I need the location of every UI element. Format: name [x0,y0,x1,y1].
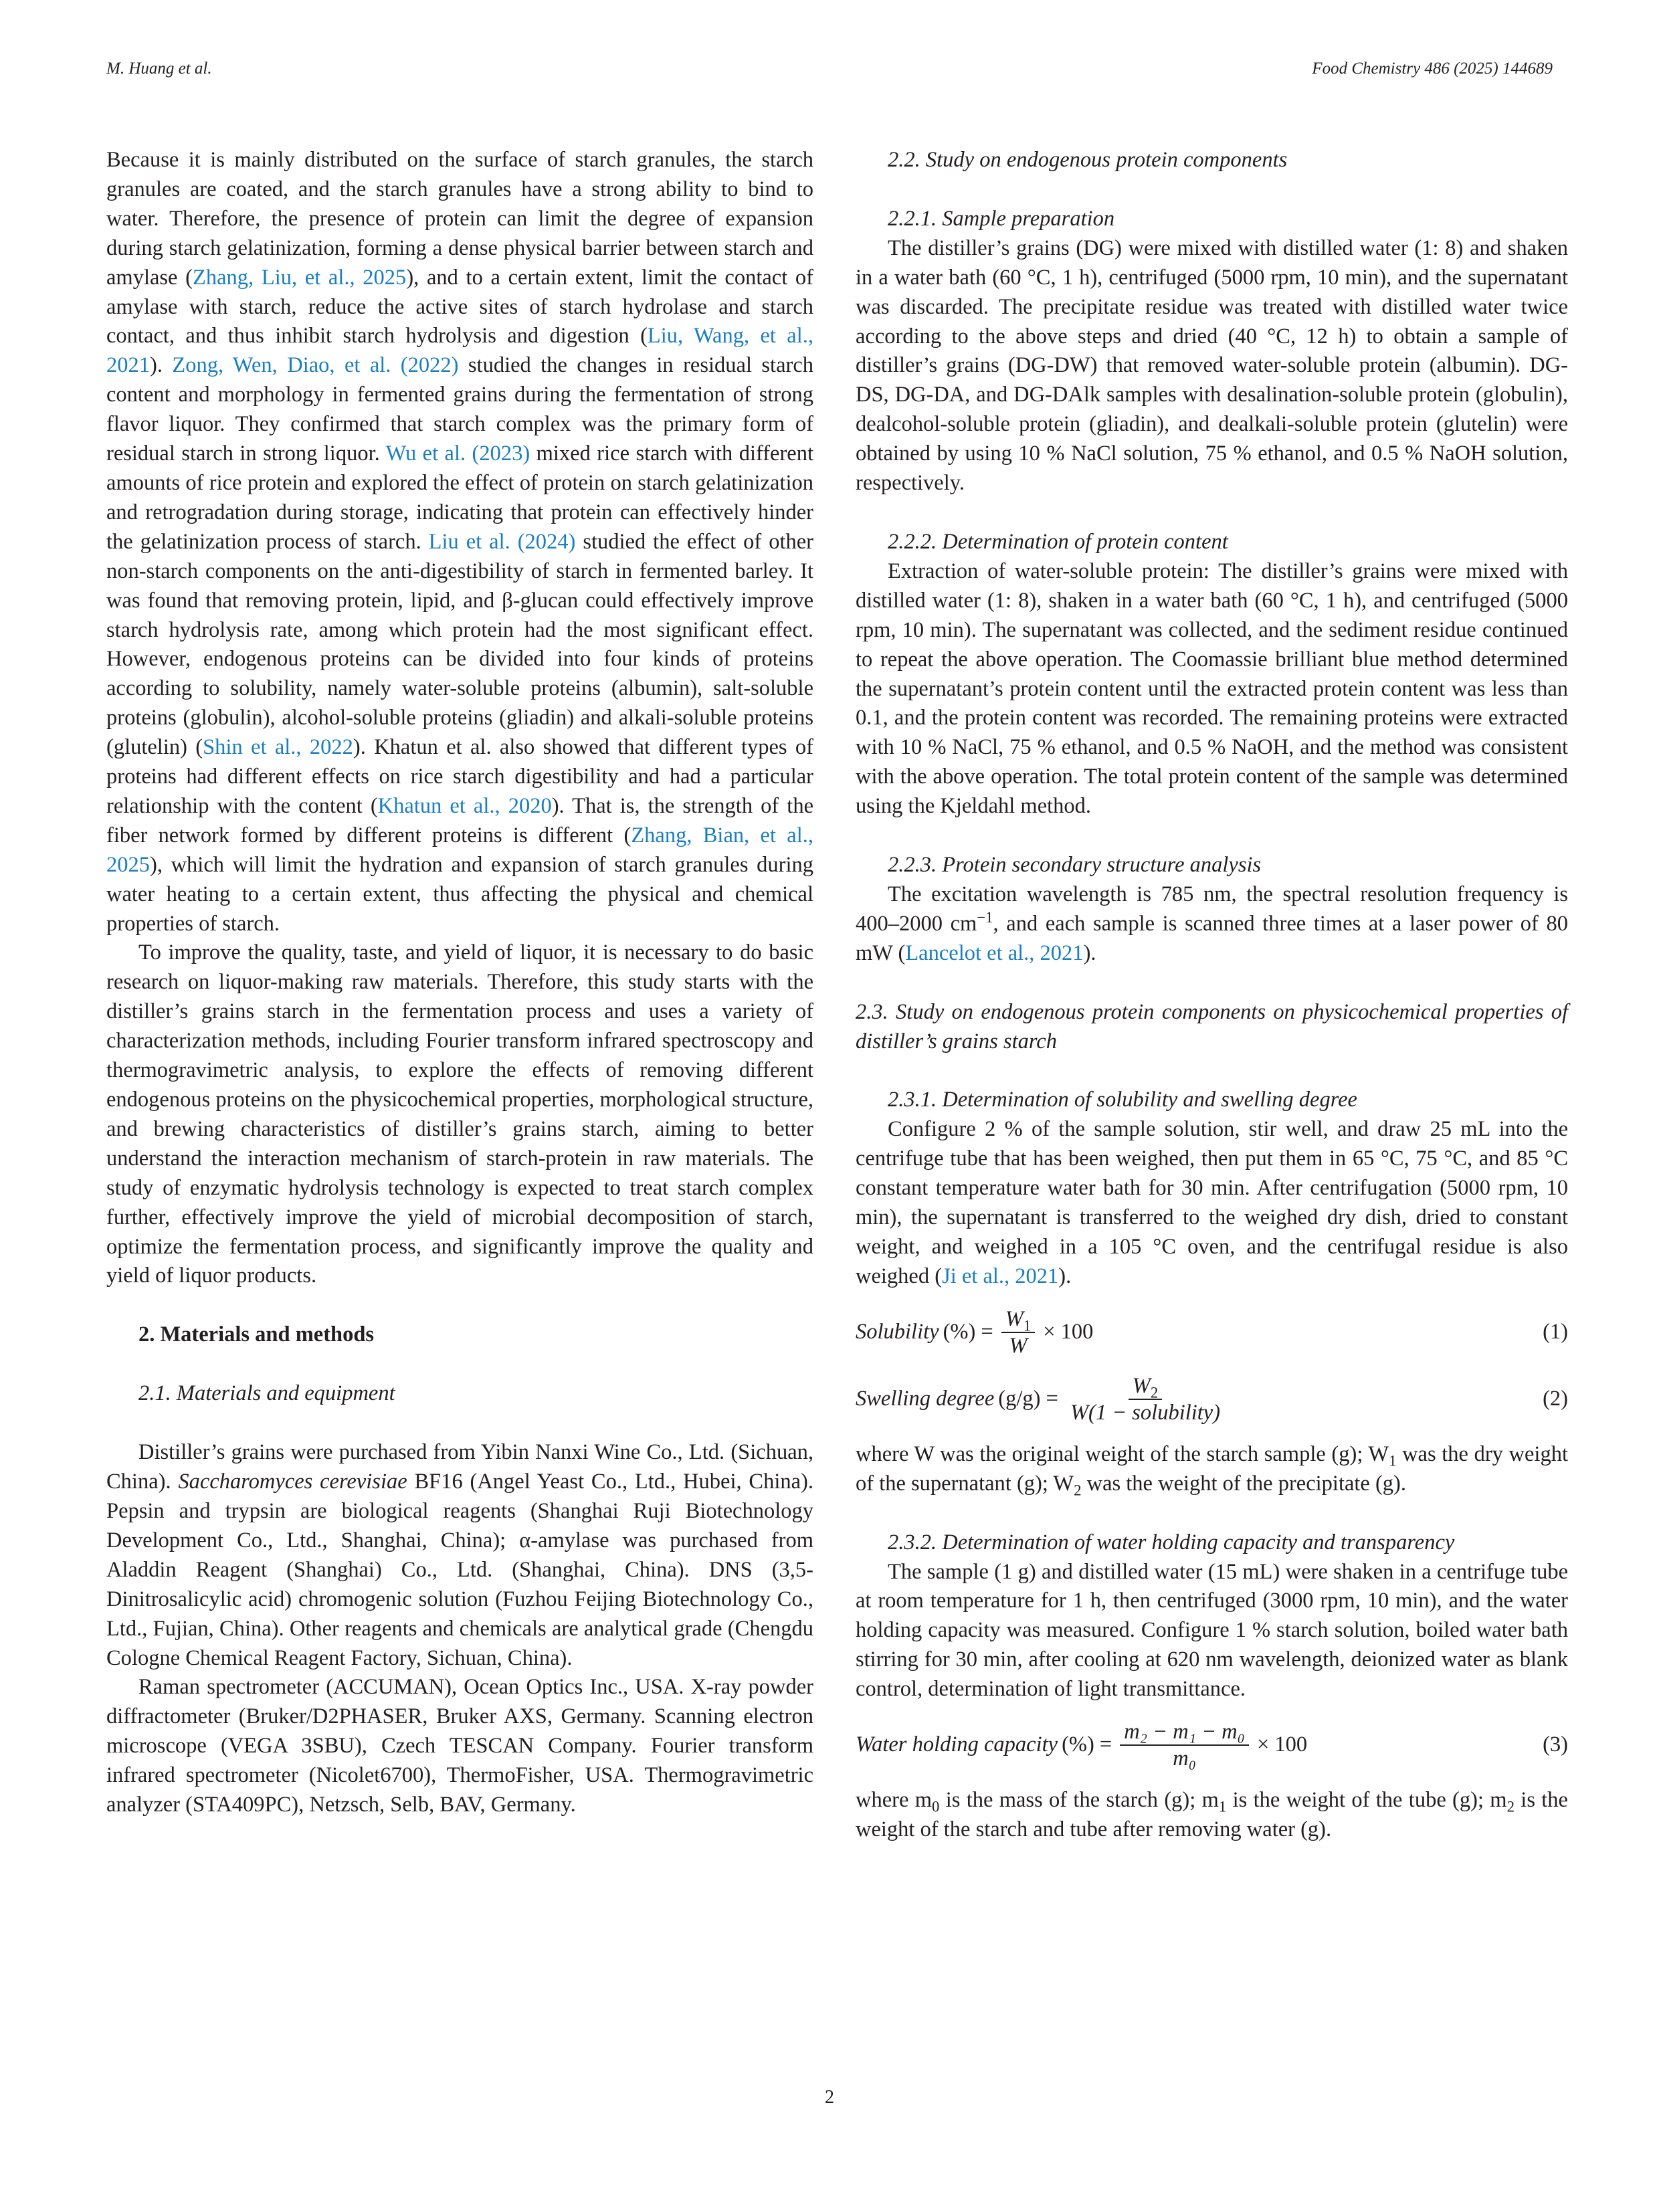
equation-1-number: (1) [1543,1319,1568,1344]
section-2-2-2-heading: 2.2.2. Determination of protein content [888,529,1228,554]
materials-paragraph: Distiller’s grains were purchased from Y… [106,1440,813,1670]
section-2-3-1-heading: 2.3.1. Determination of solubility and s… [888,1088,1357,1112]
section-2-1-heading: 2.1. Materials and equipment [138,1381,395,1406]
section-2-heading: 2. Materials and methods [138,1322,375,1347]
page-number: 2 [825,2087,834,2108]
citation-lancelot-2021[interactable]: Lancelot et al., 2021 [905,940,1084,965]
section-2-3-heading: 2.3. Study on endogenous protein compone… [856,999,1568,1053]
equation-3: Water holding capacity(%) = m₂ − m₁ − m₀… [856,1720,1568,1771]
left-column: Because it is mainly distributed on the … [106,146,813,1820]
citation-wu-2023[interactable]: Wu et al. (2023) [385,441,530,466]
citation-ji-2021[interactable]: Ji et al., 2021 [942,1264,1059,1288]
section-2-2-heading: 2.2. Study on endogenous protein compone… [888,148,1288,172]
equation-3-number: (3) [1543,1732,1568,1757]
solubility-variables-paragraph: where W was the original weight of the s… [856,1441,1568,1499]
equipment-paragraph: Raman spectrometer (ACCUMAN), Ocean Opti… [106,1675,813,1817]
citation-liu-wang-2021[interactable]: Liu, Wang, et al., 2021 [106,324,813,378]
solubility-paragraph: Configure 2 % of the sample solution, st… [856,1117,1568,1288]
intro-paragraph-2: To improve the quality, taste, and yield… [106,940,813,1288]
running-head-journal: Food Chemistry 486 (2025) 144689 [1312,60,1553,78]
citation-zong-2022[interactable]: Zong, Wen, Diao, et al. (2022) [172,353,459,378]
water-holding-variables-paragraph: where m0 is the mass of the starch (g); … [856,1788,1568,1841]
citation-shin-2022[interactable]: Shin et al., 2022 [203,735,353,760]
citation-liu-2024[interactable]: Liu et al. (2024) [428,529,576,554]
water-holding-paragraph: The sample (1 g) and distilled water (15… [856,1559,1568,1702]
intro-paragraph-1: Because it is mainly distributed on the … [106,148,814,936]
protein-content-paragraph: Extraction of water-soluble protein: The… [856,559,1568,819]
citation-khatun-2020[interactable]: Khatun et al., 2020 [377,793,552,818]
section-2-2-1-heading: 2.2.1. Sample preparation [888,206,1115,231]
sample-preparation-paragraph: The distiller’s grains (DG) were mixed w… [856,235,1568,496]
running-head-authors: M. Huang et al. [106,60,212,78]
citation-zhang-bian-2025[interactable]: Zhang, Bian, et al., 2025 [106,823,814,877]
section-2-3-2-heading: 2.3.2. Determination of water holding ca… [888,1530,1455,1554]
right-column: 2.2. Study on endogenous protein compone… [856,146,1568,1845]
secondary-structure-paragraph: The excitation wavelength is 785 nm, the… [856,882,1568,965]
equation-2-number: (2) [1543,1386,1568,1411]
section-2-2-3-heading: 2.2.3. Protein secondary structure analy… [888,853,1262,878]
citation-zhang-liu-2025[interactable]: Zhang, Liu, et al., 2025 [193,265,407,290]
